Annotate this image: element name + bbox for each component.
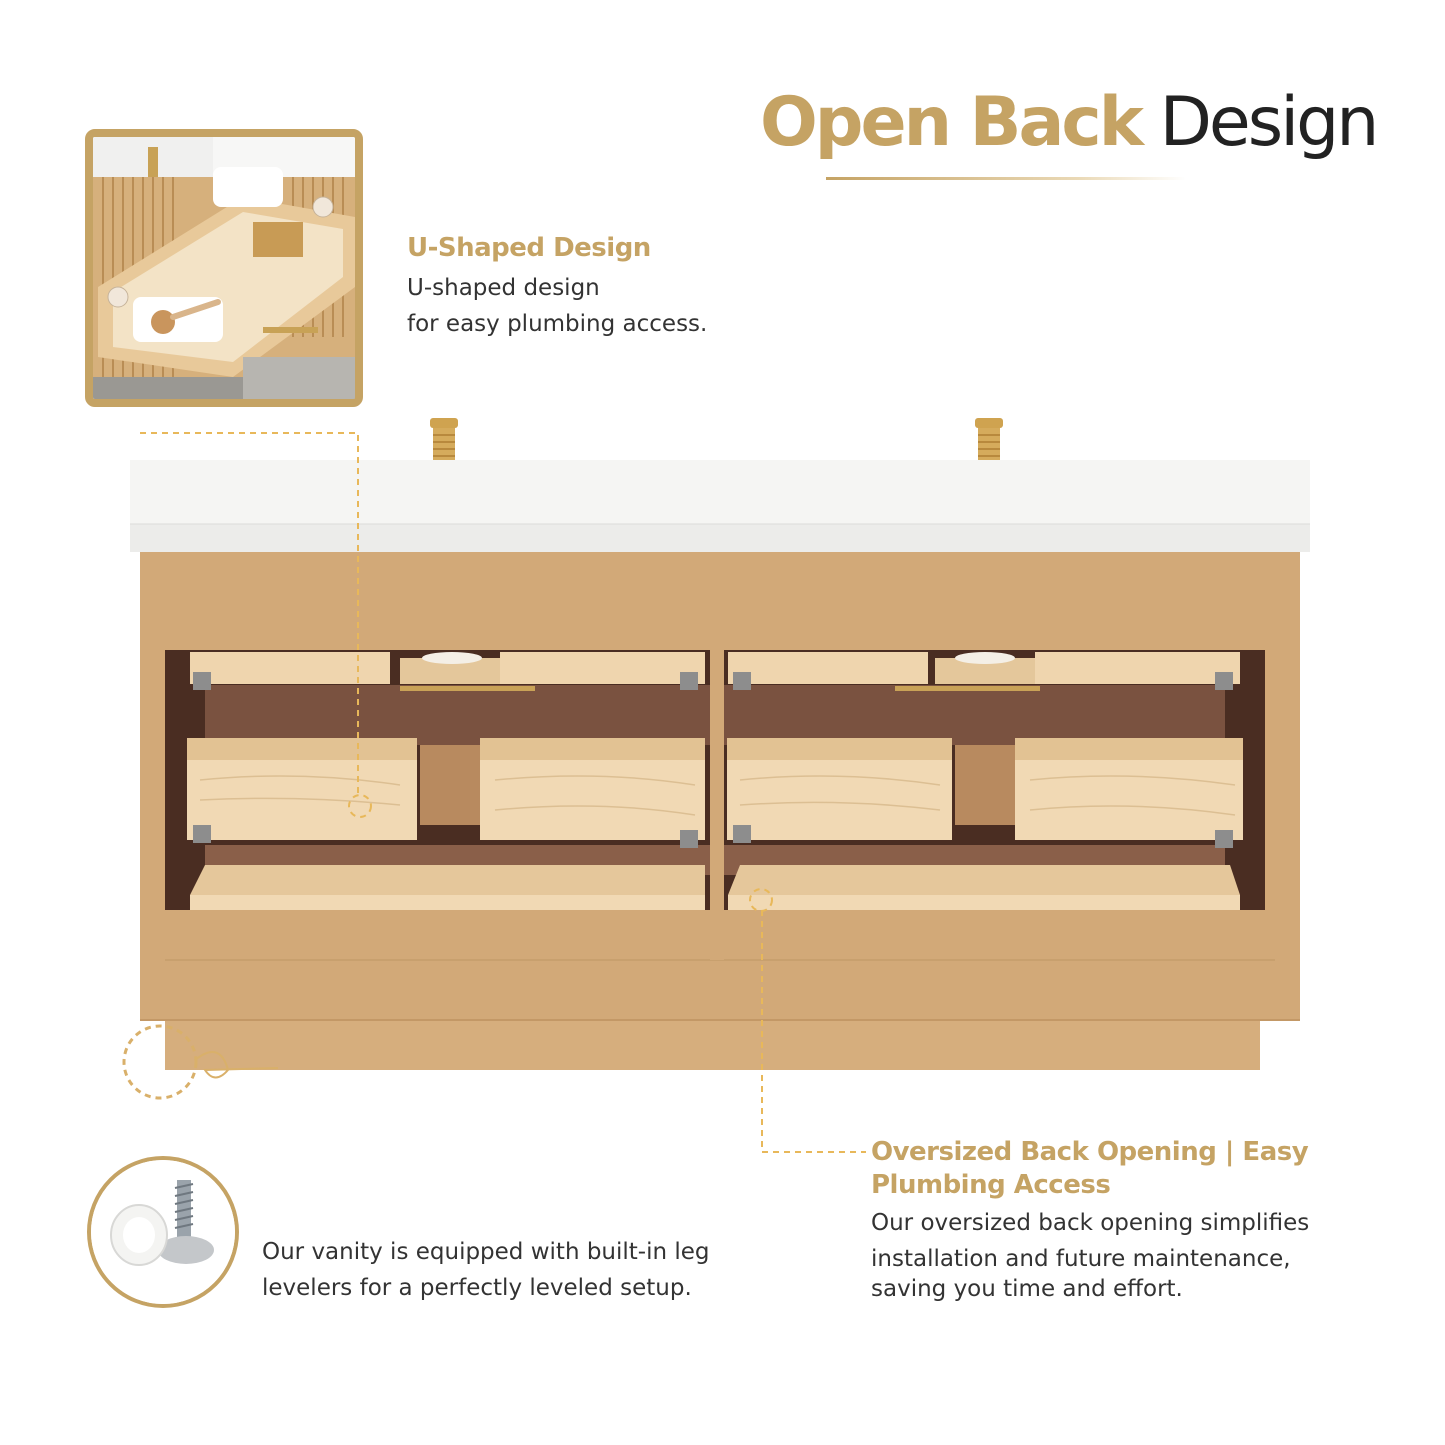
levelers-line-2: levelers for a perfectly leveled setup. <box>262 1275 692 1301</box>
levelers-line-1: Our vanity is equipped with built-in leg <box>262 1239 710 1265</box>
oversized-line-2: installation and future maintenance, <box>871 1246 1291 1272</box>
bottom-drawers <box>190 865 1240 910</box>
drawer-slides <box>193 672 1233 848</box>
title-plain: Design <box>1159 83 1380 162</box>
countertop <box>130 460 1310 524</box>
u-shaped-line-2: for easy plumbing access. <box>407 311 708 337</box>
u-shaped-line-1: U-shaped design <box>407 275 600 301</box>
middle-drawers <box>187 738 1243 840</box>
u-shaped-title: U-Shaped Design <box>407 233 651 263</box>
oversized-opening-title: Oversized Back Opening | Easy Plumbing A… <box>871 1137 1309 1200</box>
title-divider <box>826 177 1186 180</box>
top-drawers <box>190 652 1240 691</box>
leveler-icon <box>91 1160 235 1304</box>
oversized-line-3: saving you time and effort. <box>871 1276 1183 1302</box>
page-title: Open Back Design <box>760 78 1400 168</box>
drawer-illustration <box>93 137 355 399</box>
leg-leveler-photo <box>87 1156 239 1308</box>
faucet-right <box>975 418 1003 460</box>
title-accent: Open Back <box>760 83 1144 162</box>
drawer-detail-photo <box>85 129 363 407</box>
oversized-line-1: Our oversized back opening simplifies <box>871 1210 1310 1236</box>
callout-lines <box>122 432 866 1153</box>
faucet-left <box>430 418 458 460</box>
